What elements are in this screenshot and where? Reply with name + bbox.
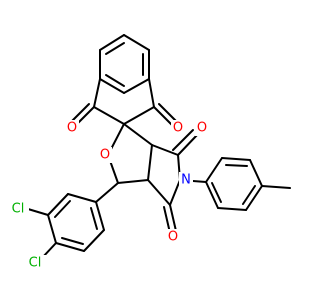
bond: [147, 179, 171, 206]
oxygen-imide-top: O: [195, 120, 209, 136]
atom-symbol: Cl: [12, 202, 25, 217]
chemical-structure-diagram: O O O O O N Cl Cl: [7, 34, 291, 271]
bond: [55, 242, 85, 252]
bond: [153, 106, 173, 126]
bond: [123, 34, 150, 51]
oxygen-imide-bottom: O: [166, 229, 180, 245]
bond: [105, 74, 125, 87]
bond: [95, 201, 105, 231]
bond: [158, 103, 177, 122]
oxygen-ring: O: [98, 147, 112, 163]
chlorine-lower: Cl: [24, 255, 46, 271]
bond: [71, 103, 90, 122]
bond: [261, 185, 291, 189]
nitrogen-imide: N: [179, 172, 193, 188]
bond: [205, 157, 223, 183]
bond: [225, 164, 248, 167]
bond: [163, 206, 171, 234]
bond: [217, 207, 247, 211]
bond: [93, 106, 125, 125]
bond: [169, 204, 177, 232]
bond: [123, 78, 150, 94]
bond: [47, 193, 69, 216]
bond: [147, 144, 153, 181]
bond: [54, 200, 71, 218]
atom-symbol: O: [100, 148, 110, 163]
bond: [47, 214, 57, 244]
atom-symbol: O: [168, 230, 178, 245]
bond: [123, 123, 153, 146]
bond: [95, 182, 119, 203]
oxygen-ketone-right: O: [171, 120, 185, 136]
bond: [93, 78, 101, 108]
bond: [169, 179, 181, 206]
atom-labels: O O O O O N Cl Cl: [7, 120, 209, 271]
bond: [221, 157, 251, 161]
bond: [211, 182, 222, 203]
bond: [67, 193, 97, 203]
oxygen-ketone-left: O: [65, 120, 79, 136]
bond: [177, 133, 199, 156]
bond: [205, 181, 219, 209]
bond: [242, 185, 256, 205]
atom-symbol: O: [173, 121, 183, 136]
bond: [83, 229, 105, 252]
bond: [105, 42, 125, 55]
atom-symbol: N: [181, 173, 191, 188]
atom-symbol: O: [197, 121, 207, 136]
bond: [245, 185, 263, 211]
bond: [61, 237, 84, 245]
atom-symbol: Cl: [29, 256, 42, 271]
bond: [99, 34, 125, 51]
bond: [151, 144, 179, 156]
bond: [148, 78, 155, 108]
bond: [99, 78, 125, 94]
bond: [172, 129, 194, 151]
bonds: [27, 34, 291, 259]
bond: [123, 106, 155, 125]
chlorine-upper: Cl: [7, 201, 29, 217]
bond: [27, 208, 49, 216]
atom-symbol: O: [67, 121, 77, 136]
bond: [117, 179, 149, 184]
bond: [249, 159, 263, 187]
bond: [90, 207, 98, 230]
